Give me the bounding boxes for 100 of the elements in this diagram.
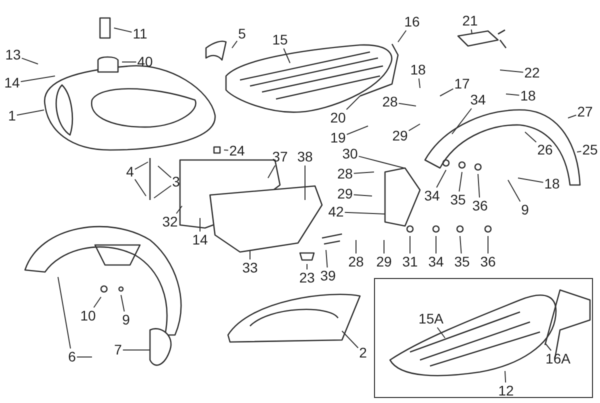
- leader-line: [283, 48, 290, 64]
- callout-number: 37: [272, 150, 288, 164]
- callout-number: 28: [337, 166, 353, 182]
- leader-line: [21, 58, 38, 64]
- leader-line: [506, 94, 520, 96]
- callout-number: 13: [5, 48, 21, 62]
- callout-number: 15A: [418, 312, 444, 326]
- leader-line: [176, 206, 182, 214]
- leader-line: [436, 170, 446, 188]
- leader-line: [16, 110, 44, 116]
- callout-number: 35: [454, 254, 470, 270]
- leader-line: [306, 264, 308, 270]
- callout-number: 29: [392, 128, 408, 144]
- callout-number: 14: [4, 76, 20, 90]
- leader-line: [326, 250, 328, 268]
- leader-line: [358, 156, 404, 168]
- leader-line: [478, 174, 480, 198]
- callout-number: 35: [450, 192, 466, 208]
- leader-line: [114, 28, 132, 33]
- leader-line: [344, 212, 386, 214]
- leader-line: [508, 180, 521, 202]
- callout-number: 9: [521, 202, 529, 218]
- callout-number: 23: [299, 270, 315, 286]
- leader-line: [304, 165, 306, 200]
- callout-number: 18: [520, 88, 536, 104]
- leader-line: [134, 162, 148, 170]
- inset-frame: [374, 278, 593, 398]
- callout-number: 25: [582, 142, 598, 158]
- callout-number: 16: [404, 14, 420, 30]
- callout-number: 26: [537, 142, 553, 158]
- callout-number: 20: [330, 110, 346, 126]
- leader-line: [58, 276, 71, 349]
- callout-number: 9: [122, 312, 130, 328]
- callout-number: 28: [382, 94, 398, 110]
- leader-line: [524, 132, 537, 143]
- leader-line: [346, 96, 360, 110]
- callout-number: 21: [462, 14, 478, 28]
- callout-number: 3: [172, 174, 180, 190]
- callout-number: 29: [337, 186, 353, 202]
- callout-number: 38: [297, 150, 313, 164]
- leader-line: [154, 185, 172, 198]
- callout-number: 19: [330, 130, 346, 146]
- callout-number: 40: [137, 54, 153, 70]
- callout-number: 22: [524, 66, 540, 80]
- leader-line: [544, 342, 552, 351]
- leader-line: [93, 296, 102, 308]
- callout-number: 34: [428, 254, 444, 270]
- callout-number: 17: [454, 76, 470, 92]
- callout-number: 18: [410, 62, 426, 78]
- callout-number: 33: [242, 260, 258, 276]
- leader-line: [408, 124, 420, 132]
- callout-number: 27: [577, 104, 593, 120]
- callout-number: 2: [359, 346, 367, 360]
- leader-line: [76, 356, 92, 358]
- callout-number: 29: [376, 254, 392, 270]
- callout-number: 6: [68, 350, 76, 364]
- leader-line: [353, 194, 372, 196]
- leader-line: [120, 294, 125, 312]
- callout-number: 28: [348, 254, 364, 270]
- callout-number: 34: [424, 188, 440, 204]
- callout-number: 7: [114, 342, 122, 358]
- callout-number: 10: [80, 308, 96, 324]
- callout-number: 24: [229, 144, 245, 158]
- leader-line: [518, 178, 544, 183]
- leader-line: [418, 78, 420, 88]
- callout-number: 39: [320, 268, 336, 284]
- leader-line: [268, 165, 276, 178]
- leader-line: [353, 172, 374, 174]
- leader-line: [568, 114, 577, 118]
- leader-line: [504, 370, 506, 383]
- leader-line: [134, 178, 146, 196]
- leader-line: [20, 76, 56, 82]
- callout-number: 42: [328, 204, 344, 220]
- callout-number: 18: [544, 176, 560, 192]
- callout-number: 14: [192, 232, 208, 248]
- leader-line: [452, 108, 472, 134]
- callout-number: 11: [132, 26, 148, 42]
- callout-number: 12: [498, 384, 514, 398]
- leader-line: [500, 70, 524, 73]
- leader-line: [460, 236, 462, 254]
- leader-line: [436, 327, 446, 338]
- leader-line: [342, 330, 359, 348]
- leader-line: [440, 88, 454, 96]
- callout-number: 15: [272, 32, 288, 48]
- callout-number: 31: [402, 254, 418, 270]
- leader-line: [576, 150, 582, 152]
- leader-line: [398, 102, 416, 106]
- leader-line: [458, 172, 462, 192]
- callout-number: 16A: [546, 352, 570, 366]
- leader-line: [158, 166, 172, 178]
- leader-line: [346, 126, 368, 135]
- callout-number: 5: [238, 26, 246, 42]
- callout-number: 34: [470, 92, 486, 108]
- leader-line: [398, 30, 407, 42]
- callout-number: 30: [342, 146, 358, 162]
- callout-number: 32: [162, 214, 178, 230]
- callout-number: 1: [8, 108, 16, 124]
- leader-line: [470, 29, 472, 34]
- callout-number: 36: [480, 254, 496, 270]
- leader-line: [232, 40, 238, 48]
